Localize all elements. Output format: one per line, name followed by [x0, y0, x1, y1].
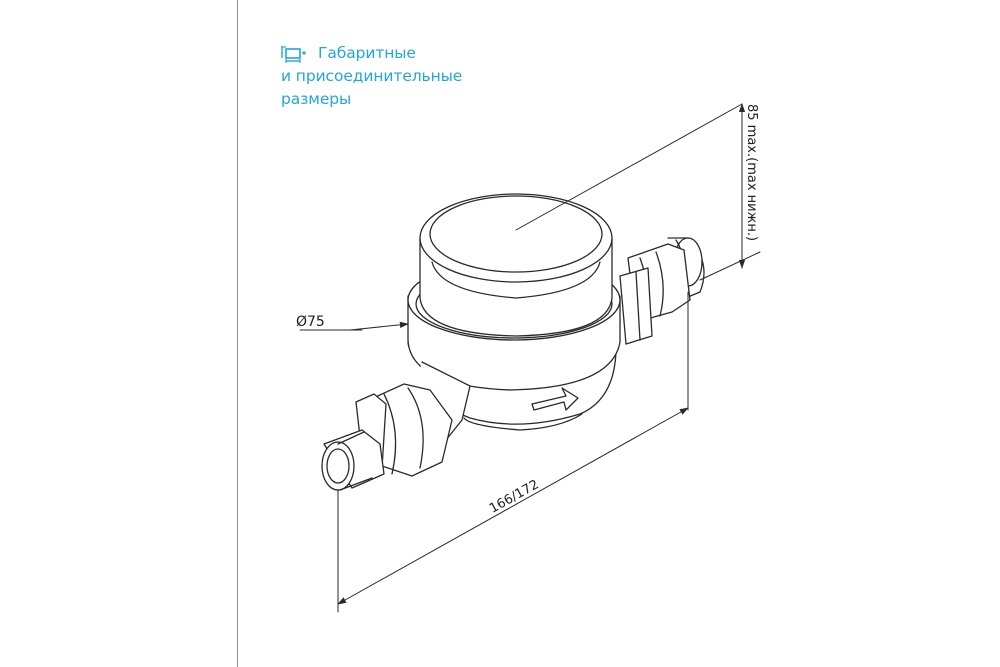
- length-dimension: [337, 291, 689, 613]
- page-divider: [237, 0, 238, 667]
- diameter-label: Ø75: [296, 314, 325, 330]
- right-fitting: [619, 237, 705, 345]
- heading-line-3: размеры: [281, 90, 352, 108]
- dimensions-heading: Габаритные и присоединительные размеры: [281, 42, 462, 111]
- dimensions-icon: [281, 45, 307, 63]
- heading-line-1: Габаритные: [318, 44, 416, 62]
- left-fitting: [321, 361, 471, 491]
- length-label: 166/172: [487, 477, 542, 516]
- height-dimension: [515, 103, 761, 281]
- height-label: 85 max.(max нижн.): [744, 104, 759, 241]
- heading-line-2: и присоединительные: [281, 67, 463, 85]
- meter-cap: [419, 193, 613, 337]
- diameter-dimension: [299, 321, 409, 331]
